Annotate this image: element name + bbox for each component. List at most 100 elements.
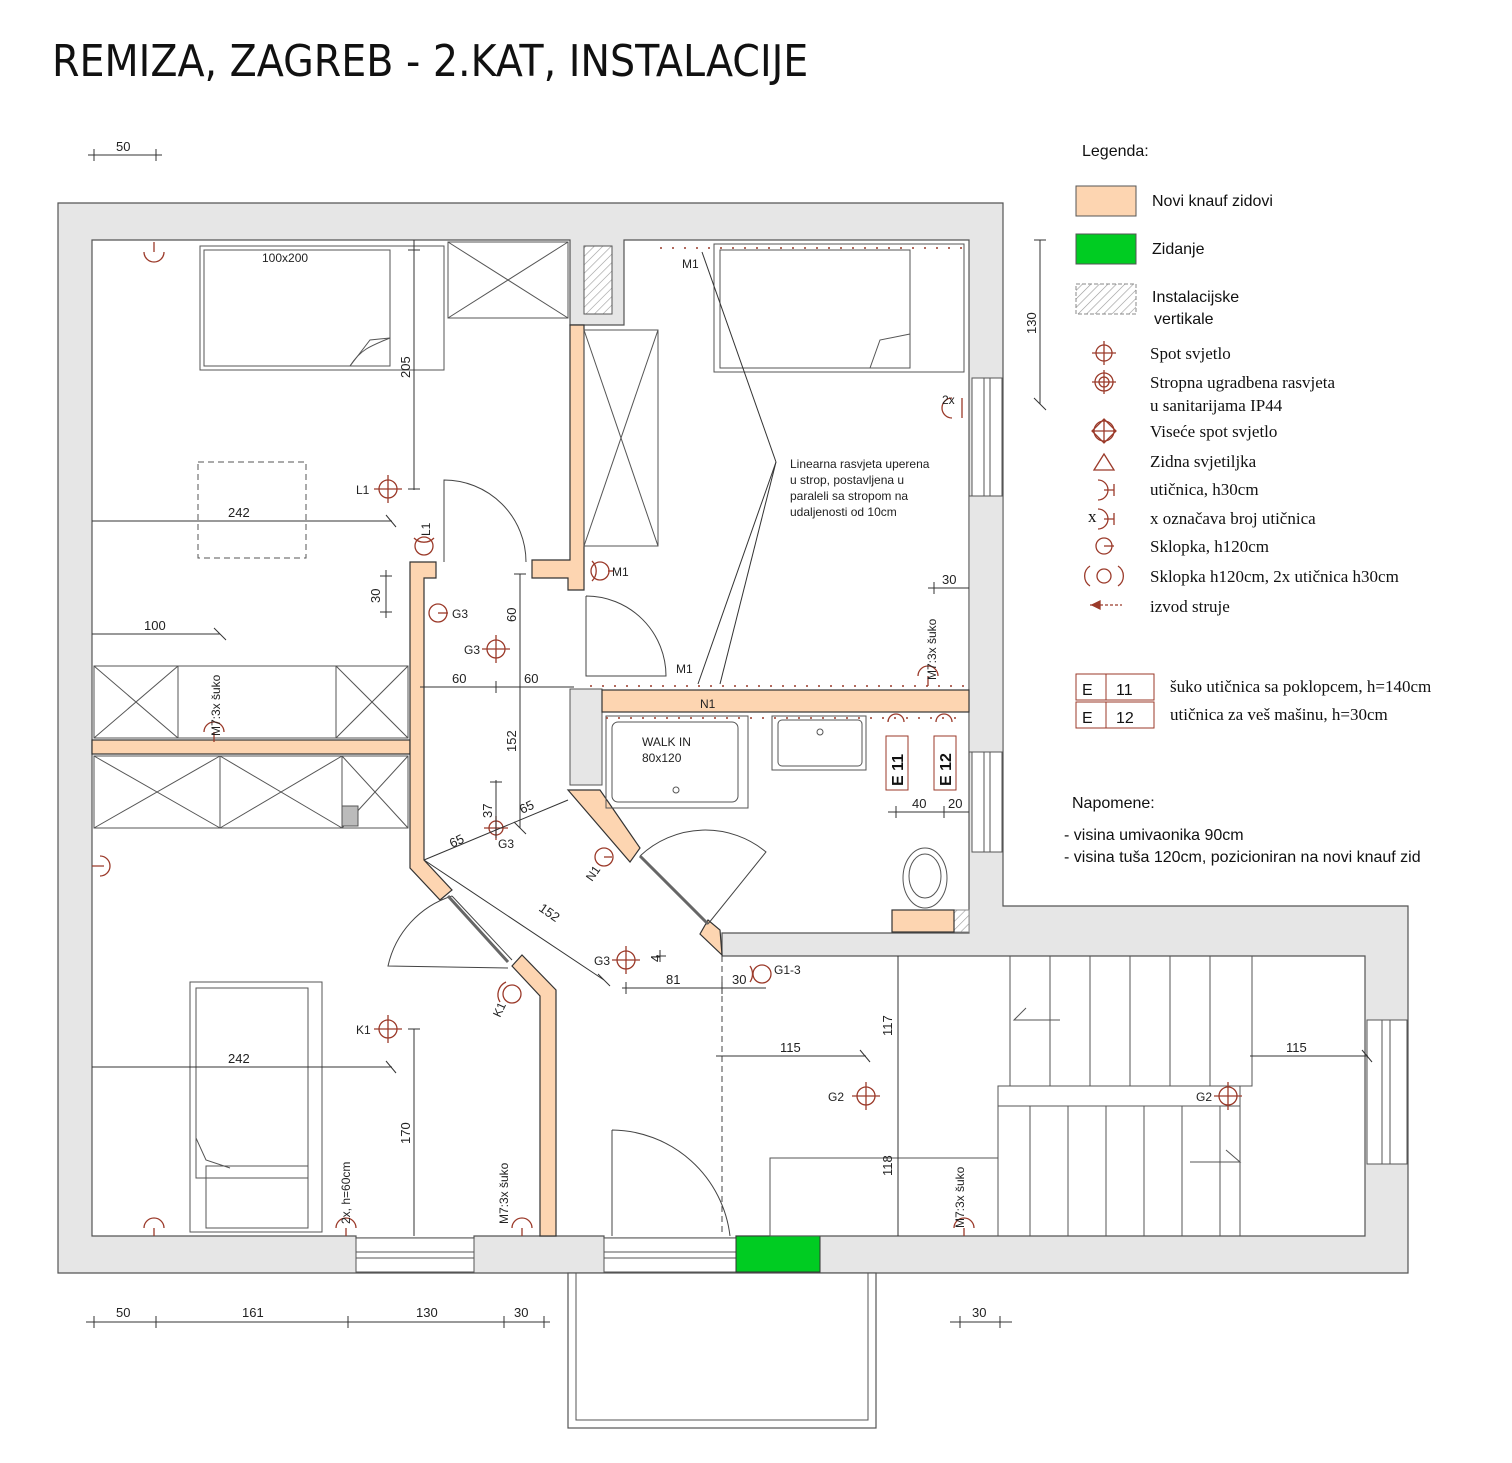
legend-symbols xyxy=(1084,341,1124,611)
annotation-line-2: u strop, postavljena u xyxy=(790,473,904,487)
note-1: - visina umivaonika 90cm xyxy=(1064,827,1244,844)
dim-65-a: 65 xyxy=(447,831,466,851)
legend-zidna: Zidna svjetiljka xyxy=(1150,452,1257,471)
annotation-line-4: udaljenosti od 10cm xyxy=(790,505,897,519)
legend-x-broj: x označava broj utičnica xyxy=(1150,509,1316,528)
zidanje-wall xyxy=(735,1235,821,1273)
installation-vertical xyxy=(583,245,613,315)
dim-bottom-130: 130 xyxy=(416,1305,438,1320)
dim-65-b: 65 xyxy=(517,797,536,817)
label-M1-switch: M1 xyxy=(612,565,629,579)
dim-130-right: 130 xyxy=(1024,312,1039,334)
legend-e11-desc: šuko utičnica sa poklopcem, h=140cm xyxy=(1170,677,1431,696)
legend-x-mark: x xyxy=(1088,507,1097,526)
dim-30-door: 30 xyxy=(732,972,746,987)
annotation-line-1: Linearna rasvjeta uperena xyxy=(790,457,930,471)
installation-vertical-small xyxy=(953,909,970,933)
dim-bottom-50: 50 xyxy=(116,1305,130,1320)
balcony-inner xyxy=(575,1272,869,1421)
doors xyxy=(387,479,767,1237)
dim-60-vertical: 60 xyxy=(504,608,519,622)
label-G1-3: G1-3 xyxy=(774,963,801,977)
dim-81: 81 xyxy=(666,972,680,987)
label-M1-top: M1 xyxy=(682,257,699,271)
dimension-lines xyxy=(86,149,1373,1328)
m7-label-a: M7:3x šuko xyxy=(209,674,223,736)
notes-heading: Napomene: xyxy=(1072,795,1155,812)
dim-152-diagonal: 152 xyxy=(536,900,562,925)
legend-swatch-vertikale xyxy=(1075,283,1137,315)
label-N1: N1 xyxy=(700,697,716,711)
label-G2-a: G2 xyxy=(828,1090,844,1104)
dim-bottom-30-right: 30 xyxy=(972,1305,986,1320)
label-G3-a: G3 xyxy=(452,607,468,621)
label-G3-d: G3 xyxy=(594,954,610,968)
socket-count-2x: 2x xyxy=(942,393,955,407)
label-G3-c: G3 xyxy=(498,837,514,851)
dim-117: 117 xyxy=(880,1015,895,1036)
label-G2-b: G2 xyxy=(1196,1090,1212,1104)
dim-170: 170 xyxy=(398,1122,413,1144)
dim-205: 205 xyxy=(398,356,413,378)
legend-sklopka-2x: Sklopka h120cm, 2x utičnica h30cm xyxy=(1150,567,1399,586)
legend-sklopka: Sklopka, h120cm xyxy=(1150,537,1269,556)
legend-zidanje: Zidanje xyxy=(1152,241,1205,258)
legend-e12-desc: utičnica za veš mašinu, h=30cm xyxy=(1170,705,1388,724)
legend-stropna-1: Stropna ugradbena rasvjeta xyxy=(1150,373,1335,392)
dim-118: 118 xyxy=(880,1155,895,1176)
knauf-walls xyxy=(91,324,970,1237)
note-2: - visina tuša 120cm, pozicioniran na nov… xyxy=(1064,849,1421,866)
e11-box-label: E 11 xyxy=(890,754,907,786)
legend-e11-letter: E xyxy=(1082,682,1093,699)
electrical-symbols xyxy=(92,242,1242,1236)
page-title: REMIZA, ZAGREB - 2.KAT, INSTALACIJE xyxy=(52,36,808,87)
windows xyxy=(355,377,1408,1273)
wall-grey-segment xyxy=(968,495,1004,753)
legend-spot: Spot svjetlo xyxy=(1150,344,1231,363)
legend-vertikale-2: vertikale xyxy=(1154,311,1214,328)
dim-242-top: 242 xyxy=(228,505,250,520)
label-K1: K1 xyxy=(356,1023,371,1037)
legend-uticnica: utičnica, h30cm xyxy=(1150,480,1259,499)
walkin-size-label: 80x120 xyxy=(642,751,682,765)
legend-knauf: Novi knauf zidovi xyxy=(1152,193,1273,210)
socket-count-2x-h60: 2x, h=60cm xyxy=(339,1162,353,1224)
balcony xyxy=(567,1272,877,1429)
linear-lighting xyxy=(590,247,966,719)
m7-label-d: M7:3x šuko xyxy=(953,1166,967,1228)
annotation-line-3: paraleli sa stropom na xyxy=(790,489,908,503)
label-L1-switch: L1 xyxy=(419,522,433,536)
walkin-label: WALK IN xyxy=(642,735,691,749)
dim-bottom-161: 161 xyxy=(242,1305,264,1320)
dim-242-bottom: 242 xyxy=(228,1051,250,1066)
legend-izvod: izvod struje xyxy=(1150,597,1230,616)
dim-30-left: 30 xyxy=(368,589,383,603)
dim-37: 37 xyxy=(480,804,495,818)
label-N1-switch: N1 xyxy=(583,863,603,884)
legend-e12-letter: E xyxy=(1082,710,1093,727)
label-G3-b: G3 xyxy=(464,643,480,657)
dim-40: 40 xyxy=(912,796,926,811)
bed-size-label: 100x200 xyxy=(262,251,308,265)
label-K1-switch: K1 xyxy=(490,1000,509,1020)
dim-bottom-30: 30 xyxy=(514,1305,528,1320)
annotation-leaders xyxy=(697,251,777,685)
dim-20: 20 xyxy=(948,796,962,811)
dim-30-right: 30 xyxy=(942,572,956,587)
label-M1-bottom: M1 xyxy=(676,662,693,676)
legend-heading: Legenda: xyxy=(1082,143,1149,160)
legend-vertikale-1: Instalacijske xyxy=(1152,289,1239,306)
label-L1: L1 xyxy=(356,483,370,497)
legend-e11-num: 11 xyxy=(1116,682,1133,699)
dim-115-b: 115 xyxy=(1286,1040,1307,1055)
dim-60-a: 60 xyxy=(452,671,466,686)
dim-4: 4 xyxy=(648,955,663,962)
dim-115-a: 115 xyxy=(780,1040,801,1055)
legend-swatch-zidanje xyxy=(1075,233,1137,265)
legend-stropna-2: u sanitarijama IP44 xyxy=(1150,396,1283,415)
m7-label-b: M7:3x šuko xyxy=(925,618,939,680)
dim-60-b: 60 xyxy=(524,671,538,686)
legend-e12-num: 12 xyxy=(1116,710,1134,727)
dim-top-50: 50 xyxy=(116,139,130,154)
e12-box-label: E 12 xyxy=(938,753,955,786)
